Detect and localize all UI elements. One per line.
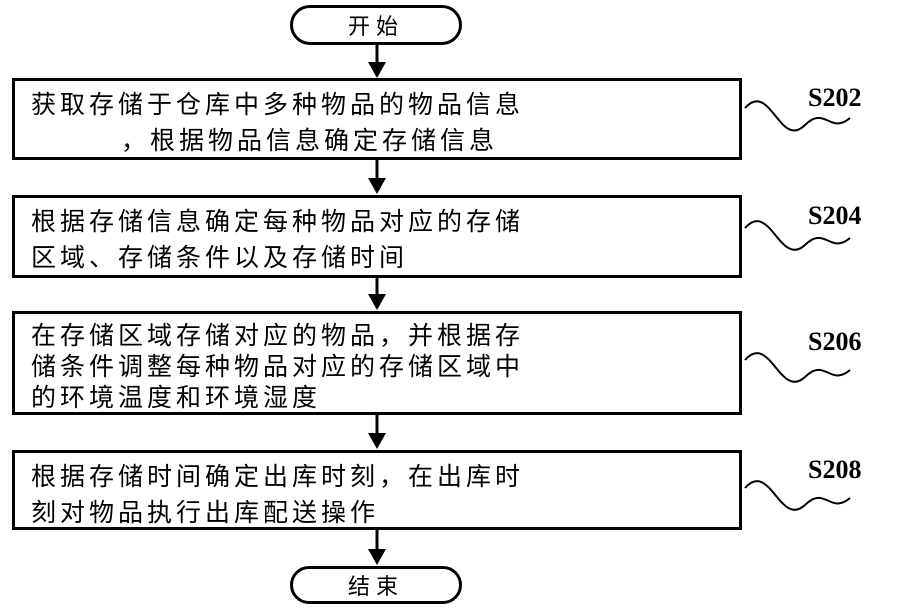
step-box-s204: 根据存储信息确定每种物品对应的存储 区域、存储条件以及存储时间 xyxy=(12,195,742,278)
leader-s208 xyxy=(744,480,851,511)
step-label-s204: S204 xyxy=(808,201,862,230)
step-text-line: 根据存储时间确定出库时刻，在出库时 xyxy=(31,462,525,491)
step-text-line: ，根据物品信息确定存储信息 xyxy=(121,126,499,155)
step-text-line: 刻对物品执行出库配送操作 xyxy=(31,498,380,527)
step-text-line: 的环境温度和环境湿度 xyxy=(31,383,322,412)
start-label: 开始 xyxy=(347,15,404,40)
start-terminal: 开始 xyxy=(290,5,462,45)
end-terminal: 结束 xyxy=(290,566,462,604)
leader-s204 xyxy=(744,220,851,251)
step-box-s206: 在存储区域存储对应的物品，并根据存 储条件调整每种物品对应的存储区域中 的环境温… xyxy=(12,311,742,415)
step-box-s202: 获取存储于仓库中多种物品的物品信息 ，根据物品信息确定存储信息 xyxy=(12,78,742,160)
leader-s206 xyxy=(744,352,851,383)
step-text-line: 根据存储信息确定每种物品对应的存储 xyxy=(31,207,525,236)
step-label-s208: S208 xyxy=(808,455,862,484)
step-label-s206: S206 xyxy=(808,327,862,356)
step-text-line: 在存储区域存储对应的物品，并根据存 xyxy=(31,321,525,350)
step-text-line: 区域、存储条件以及存储时间 xyxy=(31,243,409,272)
step-box-s208: 根据存储时间确定出库时刻，在出库时 刻对物品执行出库配送操作 xyxy=(12,450,742,530)
end-label: 结束 xyxy=(347,575,404,600)
step-text-line: 储条件调整每种物品对应的存储区域中 xyxy=(31,352,525,381)
step-text-line: 获取存储于仓库中多种物品的物品信息 xyxy=(31,90,525,119)
step-label-s202: S202 xyxy=(808,83,862,112)
leader-s202 xyxy=(744,100,851,132)
